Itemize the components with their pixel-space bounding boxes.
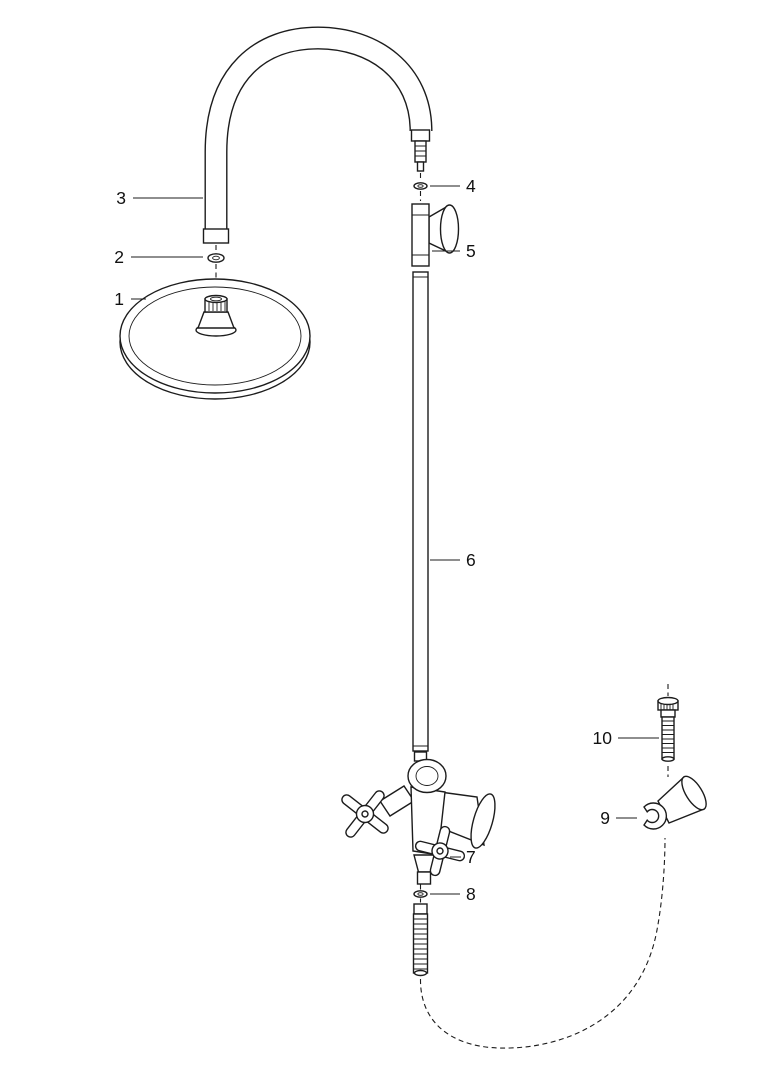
head-inner-rim [128, 286, 302, 386]
rain-shower-head [119, 278, 311, 400]
riser-pipe [412, 271, 429, 752]
cross-handle-left [341, 790, 389, 838]
arm-nut [207, 253, 225, 263]
part-label-5: 5 [466, 241, 476, 261]
fitting-knurl-lines [415, 145, 426, 157]
fitting-thread-lines [662, 720, 674, 753]
wall-elbow-holder [643, 775, 707, 830]
union-flange-face [439, 204, 460, 254]
nipple-thread-lines [414, 918, 427, 970]
curved-shower-arm [202, 26, 433, 244]
fitting-knurl [660, 702, 674, 710]
part-label-9: 9 [600, 808, 610, 828]
arm-fill [205, 27, 432, 243]
head-hub-cone [196, 311, 236, 329]
union-body [411, 203, 430, 267]
wall-union [411, 203, 460, 267]
top-washer [413, 182, 428, 190]
mixer-valve [341, 751, 496, 885]
cross-handle-lower [414, 825, 466, 877]
lower-washer [413, 890, 428, 898]
mixer-upper-flange [407, 758, 447, 794]
mixer-outlet-stub [416, 871, 432, 885]
part-label-2: 2 [114, 247, 124, 267]
hub-knurl-lines [208, 300, 226, 311]
right-flange-face [470, 793, 496, 849]
arm-ferrule [202, 228, 230, 244]
part-label-3: 3 [116, 188, 126, 208]
part-label-8: 8 [466, 884, 476, 904]
hose-screw-fitting [657, 696, 679, 762]
hose-nipple [412, 903, 429, 977]
part-label-1: 1 [114, 289, 124, 309]
holder-clip [643, 802, 667, 830]
arm-end-fitting [410, 129, 431, 142]
part-label-7: 7 [466, 847, 476, 867]
part-label-6: 6 [466, 550, 476, 570]
holder-flange-face [681, 775, 707, 811]
part-label-10: 10 [593, 728, 613, 748]
left-valve-stem [379, 785, 415, 817]
part-label-4: 4 [466, 176, 476, 196]
callouts: 1 2 3 4 5 6 7 8 9 10 [114, 176, 659, 904]
shower-hose-dashed [419, 837, 666, 1049]
riser-pipe-body [412, 271, 429, 752]
